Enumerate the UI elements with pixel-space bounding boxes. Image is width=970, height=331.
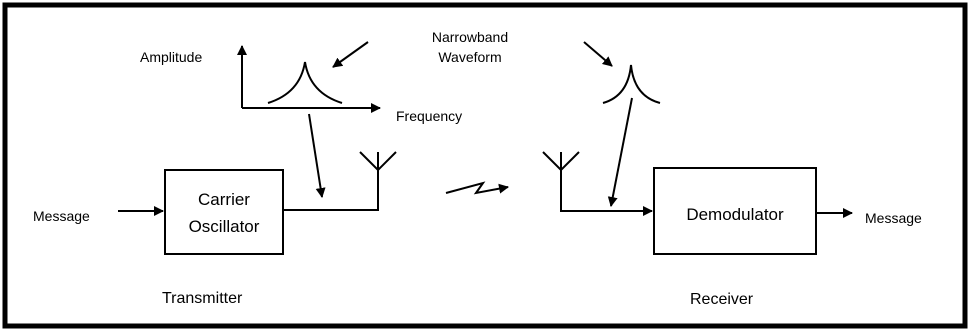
pointer-arrow-rx-spectrum (583, 41, 613, 67)
demodulator-box (653, 167, 817, 255)
message-input-label: Message (33, 208, 90, 224)
narrowband-spectrum-tx (267, 61, 343, 104)
amplitude-label: Amplitude (140, 49, 202, 65)
rx-spectrum-arrow (607, 97, 633, 207)
transmitter-label: Transmitter (162, 290, 243, 307)
transmit-antenna-icon (359, 151, 397, 172)
receive-antenna-icon (542, 151, 580, 172)
wireless-link-arrow (445, 181, 509, 195)
carrier-label-line1: Carrier (198, 190, 250, 209)
tx-spectrum-arrow (308, 113, 326, 198)
carrier-oscillator-box (164, 169, 284, 255)
narrowband-label-line2: Waveform (438, 49, 501, 65)
frequency-label: Frequency (396, 108, 462, 124)
demodulator-label: Demodulator (686, 205, 784, 224)
message-output-label: Message (865, 210, 922, 226)
receiver-label: Receiver (690, 291, 754, 308)
carrier-label-line2: Oscillator (189, 217, 260, 236)
narrowband-label-line1: Narrowband (432, 29, 508, 45)
tx-signal-line (283, 168, 379, 211)
rx-signal-line (560, 168, 653, 216)
pointer-arrow-tx-spectrum (332, 41, 369, 68)
narrowband-spectrum-rx (602, 64, 661, 104)
